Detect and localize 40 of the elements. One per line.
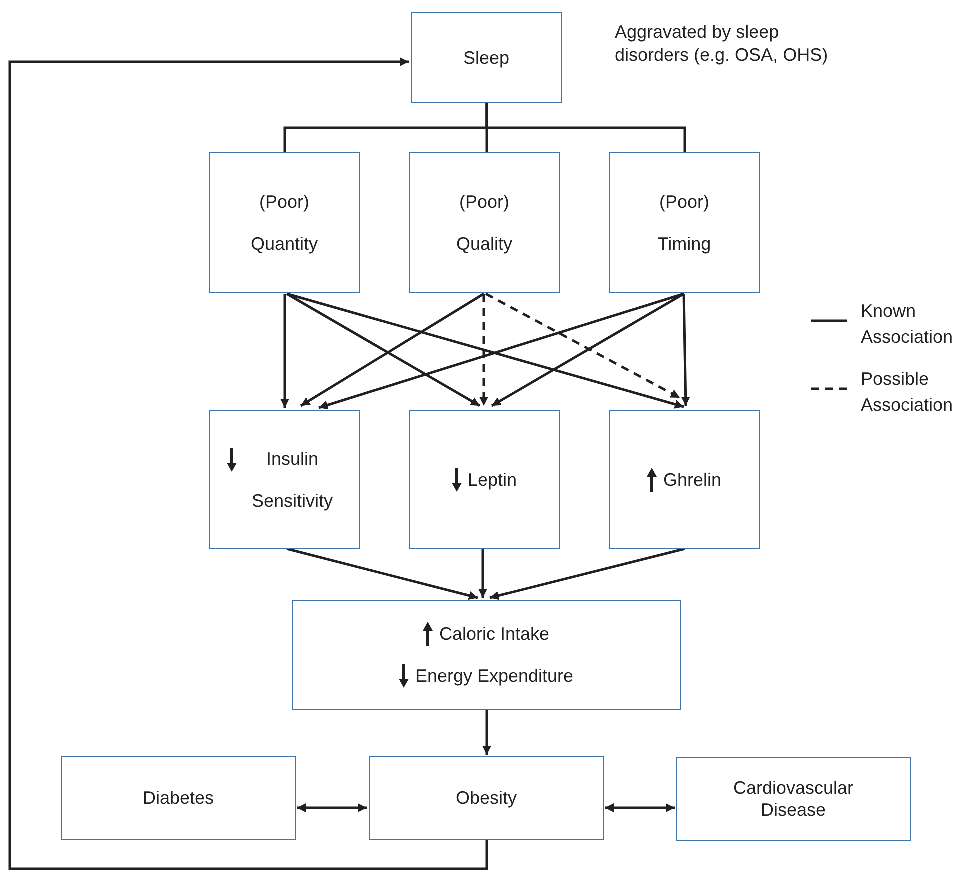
legend-text: Possible Association	[861, 368, 954, 417]
node-text: Caloric Intake	[439, 623, 550, 645]
node-text: Diabetes	[142, 787, 214, 809]
node-text: Energy Expenditure	[415, 665, 574, 687]
legend-text: Known Association	[861, 300, 954, 349]
process-box	[409, 152, 560, 293]
arrow	[605, 804, 675, 812]
node-text: (Poor)	[659, 190, 710, 212]
arrow	[490, 548, 686, 600]
process-box	[292, 600, 681, 710]
connector-line	[486, 103, 686, 152]
node-text: Cardiovascular Disease	[732, 777, 855, 821]
process-box	[61, 756, 296, 840]
arrow	[681, 294, 690, 406]
node-text: (Poor)	[259, 190, 310, 212]
arrow	[286, 548, 478, 600]
process-box	[411, 12, 562, 103]
node-text: Obesity	[456, 787, 518, 809]
node-text: Quantity	[250, 232, 318, 254]
process-box	[676, 757, 911, 841]
process-box	[209, 410, 360, 549]
node-text: Ghrelin	[663, 468, 722, 490]
node-text: Sleep	[463, 46, 510, 68]
arrow	[8, 58, 488, 870]
process-box	[609, 410, 760, 549]
node-text: Timing	[658, 232, 712, 254]
annotation-text: Aggravated by sleep disorders (e.g. OSA, OHS)	[615, 21, 830, 67]
arrow	[482, 710, 492, 755]
process-box	[409, 410, 560, 549]
arrow	[478, 549, 488, 598]
node-text: Leptin	[468, 468, 518, 490]
process-box	[369, 756, 604, 840]
arrow	[297, 804, 367, 812]
node-text: Quality	[456, 232, 513, 254]
node-text: (Poor)	[459, 190, 510, 212]
process-box	[209, 152, 360, 293]
process-box	[609, 152, 760, 293]
node-text: Insulin Sensitivity	[250, 448, 334, 513]
arrow	[280, 294, 290, 408]
arrow	[480, 294, 488, 406]
